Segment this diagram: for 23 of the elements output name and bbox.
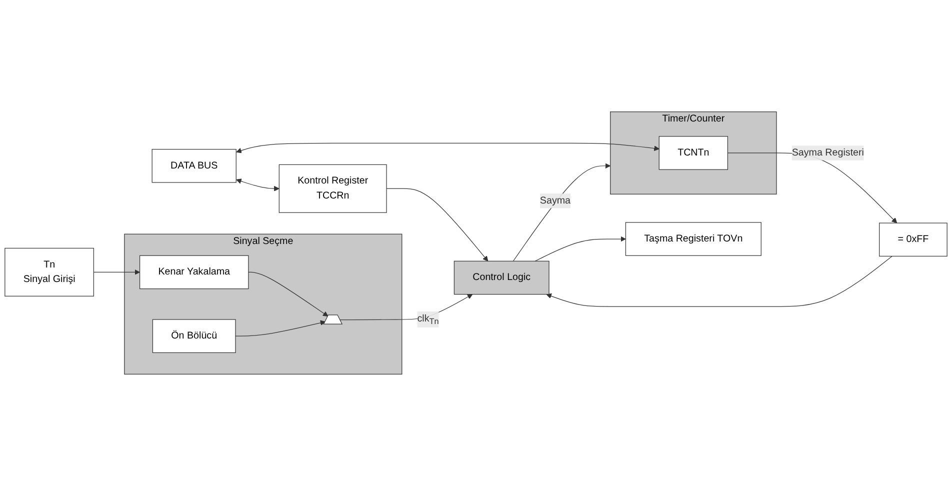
arrow <box>340 294 473 320</box>
node-trapezoid <box>323 314 343 324</box>
node-box: Kenar Yakalama <box>139 255 249 290</box>
node-box: Taşma Registeri TOVn <box>625 222 762 256</box>
node-box: DATA BUS <box>152 148 236 183</box>
arrow <box>236 178 280 192</box>
node-box: Ön Bölücü <box>152 319 236 353</box>
arrow <box>248 272 328 317</box>
node-box: Tn Sinyal Girişi <box>4 248 94 296</box>
edge-label: Sayma Registeri <box>792 147 864 158</box>
node-box: TCNTn <box>658 136 728 170</box>
node-box: Control Logic <box>454 260 550 295</box>
arrow <box>512 163 611 262</box>
edge-label: clk$_{Tn}$ <box>417 313 439 326</box>
arrow <box>235 320 326 336</box>
arrow <box>546 256 892 307</box>
arrow <box>93 269 140 275</box>
arrow <box>236 142 660 154</box>
edge-label: Sayma <box>540 195 571 206</box>
arrow <box>386 188 488 262</box>
arrow <box>534 236 626 262</box>
node-box: Kontrol Register TCCRn <box>278 164 387 213</box>
node-box: = 0xFF <box>879 222 948 257</box>
